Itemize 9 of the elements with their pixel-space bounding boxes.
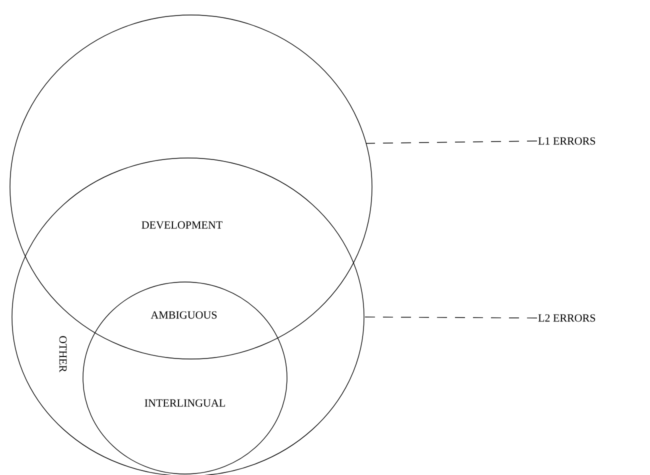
region-label: DEVELOPMENT	[142, 221, 222, 229]
leader-label: L1 ERRORS	[538, 137, 596, 145]
region-label: INTERLINGUAL	[144, 399, 225, 407]
leader-line	[364, 316, 538, 318]
leader-label: L2 ERRORS	[538, 314, 596, 322]
leader-line	[366, 140, 538, 144]
region-label: OTHER	[59, 336, 67, 372]
venn-circle	[82, 282, 288, 474]
region-label: AMBIGUOUS	[150, 311, 217, 319]
